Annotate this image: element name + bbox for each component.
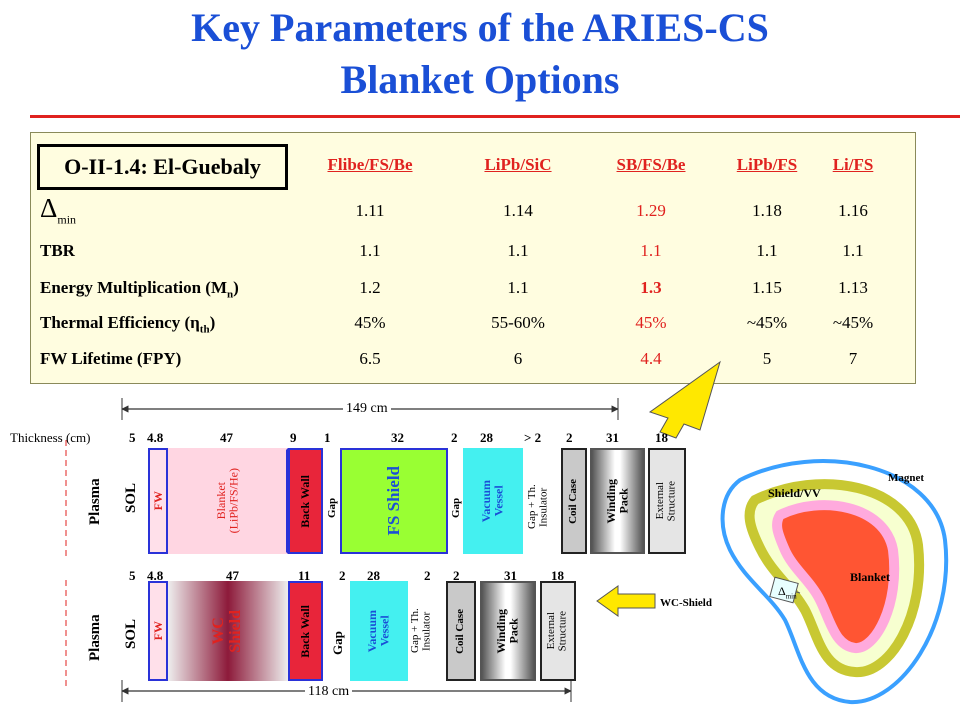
thickness-number: 2 xyxy=(566,430,573,445)
magnet-label: Magnet xyxy=(888,472,925,484)
sol-label: SOL xyxy=(123,483,139,514)
title-line-1: Key Parameters of the ARIES-CS xyxy=(191,5,769,50)
coil-case-layer: Coil Case xyxy=(561,448,587,554)
thickness-number: 11 xyxy=(298,568,311,583)
column-header-sb-fs-be: SB/FS/Be xyxy=(616,155,686,174)
delta-min-label: Δmin xyxy=(778,584,797,601)
column-header-flibe: Flibe/FS/Be xyxy=(327,155,413,174)
table-cell: 1.29 xyxy=(636,201,666,220)
table-cell: 7 xyxy=(848,349,858,368)
thickness-number: 47 xyxy=(220,430,233,445)
thickness-number: 1 xyxy=(324,430,331,445)
thickness-number: 2 xyxy=(424,568,431,583)
gap-label: Gap xyxy=(330,631,345,655)
table-cell: 6 xyxy=(513,349,523,368)
fw-layer: FW xyxy=(148,448,168,554)
yellow-arrow-left-icon xyxy=(596,585,656,617)
table-cell: ~45% xyxy=(832,313,874,332)
back-wall-layer: Back Wall xyxy=(288,581,323,681)
row-label-energy-multiplication: Energy Multiplication (Mn) xyxy=(40,278,239,301)
coil-case-layer: Coil Case xyxy=(446,581,476,681)
table-cell: 1.13 xyxy=(838,278,868,297)
row-label-fw-lifetime: FW Lifetime (FPY) xyxy=(40,349,182,368)
thickness-number: 47 xyxy=(226,568,239,583)
table-cell: 45% xyxy=(354,313,386,332)
table-cell: 1.1 xyxy=(359,241,381,260)
shield-vv-label: Shield/VV xyxy=(768,486,821,500)
table-cell: ~45% xyxy=(746,313,788,332)
table-cell: 1.18 xyxy=(752,201,782,220)
plasma-label: Plasma xyxy=(87,614,103,662)
blanket-label: Blanket xyxy=(850,570,891,584)
title-rule xyxy=(30,115,960,118)
fs-shield-layer: FS Shield xyxy=(340,448,448,554)
thickness-number: 28 xyxy=(480,430,493,445)
thickness-number: 31 xyxy=(504,568,517,583)
table-cell: 1.11 xyxy=(355,201,385,220)
thickness-number: 2 xyxy=(451,430,458,445)
thickness-number: 4.8 xyxy=(147,430,164,445)
row-label-tbr: TBR xyxy=(40,241,75,260)
table-cell: 45% xyxy=(635,313,667,332)
gap-insulator-label: Gap + Th.Insulator xyxy=(526,484,550,530)
table-cell: 1.1 xyxy=(507,241,529,260)
row-label-delta-min: Δmin xyxy=(40,193,77,227)
title-line-2: Blanket Options xyxy=(340,57,620,102)
thickness-number: 9 xyxy=(290,430,297,445)
gap-insulator-label: Gap + Th.Insulator xyxy=(409,608,433,654)
table-cell: 4.4 xyxy=(640,349,662,368)
author-box: O-II-1.4: El-Guebaly xyxy=(37,144,288,190)
dimension-label-lower: 118 cm xyxy=(305,684,353,700)
thickness-number: 31 xyxy=(606,430,619,445)
thickness-number: 5 xyxy=(129,430,136,445)
column-header-lipb-sic: LiPb/SiC xyxy=(484,155,552,174)
row-label-thermal-efficiency: Thermal Efficiency (ηth) xyxy=(40,313,216,336)
table-cell: 1.1 xyxy=(507,278,529,297)
thickness-number: 4.8 xyxy=(147,568,164,583)
table-cell: 1.14 xyxy=(503,201,533,220)
table-cell: 1.16 xyxy=(838,201,868,220)
blanket-layer: Blanket(LiPb/FS/He) xyxy=(168,448,288,554)
table-cell: 6.5 xyxy=(359,349,381,368)
yellow-arrow-icon xyxy=(648,360,721,439)
thickness-number: 2 xyxy=(453,568,460,583)
column-header-li-fs: Li/FS xyxy=(832,155,874,174)
plasma-label: Plasma xyxy=(87,478,103,526)
table-cell: 55-60% xyxy=(491,313,545,332)
thickness-number: 28 xyxy=(367,568,380,583)
thickness-number: 18 xyxy=(655,430,668,445)
dimension-label-upper: 149 cm xyxy=(343,401,391,417)
gap-label: Gap xyxy=(326,497,338,519)
thickness-number: 32 xyxy=(391,430,404,445)
thickness-label: Thickness (cm) xyxy=(10,430,91,445)
table-cell: 5 xyxy=(762,349,772,368)
thickness-number: 2 xyxy=(339,568,346,583)
column-header-lipb-fs: LiPb/FS xyxy=(736,155,798,174)
thickness-number: 5 xyxy=(129,568,136,583)
thickness-number: 18 xyxy=(551,568,564,583)
blanket-region xyxy=(772,500,900,653)
table-cell: 1.3 xyxy=(640,278,662,297)
cross-section-diagram xyxy=(720,459,949,705)
fw-layer: FW xyxy=(148,581,168,681)
back-wall-layer: Back Wall xyxy=(288,448,323,554)
sol-label: SOL xyxy=(123,619,139,650)
table-cell: 1.1 xyxy=(756,241,778,260)
thickness-number: > 2 xyxy=(524,430,542,445)
wc-shield-label: WC-Shield xyxy=(660,597,712,609)
table-cell: 1.2 xyxy=(359,278,381,297)
table-cell: 1.1 xyxy=(640,241,662,260)
table-cell: 1.1 xyxy=(842,241,864,260)
gap-label: Gap xyxy=(450,497,462,519)
table-cell: 1.15 xyxy=(752,278,782,297)
vv-outline xyxy=(720,459,949,705)
